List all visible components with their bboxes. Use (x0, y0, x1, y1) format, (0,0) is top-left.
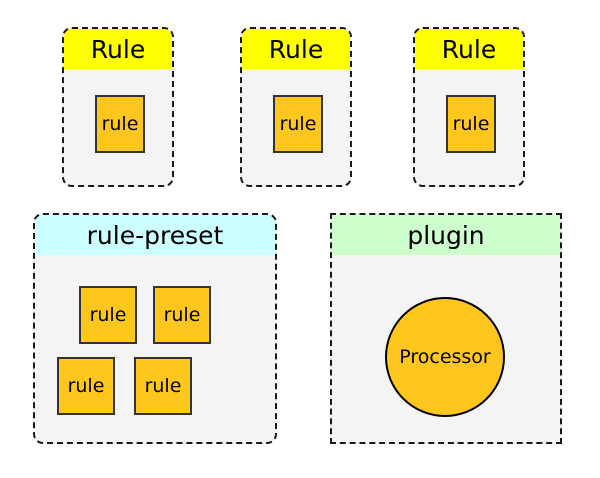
rule-node[interactable]: rule (134, 357, 192, 415)
group-rule-group-1[interactable]: Rule rule (62, 27, 174, 187)
rule-node[interactable]: rule (446, 95, 496, 153)
group-header-rule-group-3: Rule (415, 29, 523, 69)
processor-node[interactable]: Processor (385, 297, 505, 417)
group-header-rule-preset-group: rule-preset (35, 215, 275, 255)
group-header-rule-group-2: Rule (242, 29, 350, 69)
rule-node[interactable]: rule (79, 286, 137, 344)
rule-node[interactable]: rule (273, 95, 323, 153)
group-rule-preset-group[interactable]: rule-preset rule rule rule rule (33, 213, 277, 444)
group-header-plugin-group: plugin (332, 215, 560, 255)
group-header-rule-group-1: Rule (64, 29, 172, 69)
rule-node[interactable]: rule (95, 95, 145, 153)
group-rule-group-2[interactable]: Rule rule (240, 27, 352, 187)
group-rule-group-3[interactable]: Rule rule (413, 27, 525, 187)
rule-node[interactable]: rule (57, 357, 115, 415)
rule-node[interactable]: rule (153, 286, 211, 344)
